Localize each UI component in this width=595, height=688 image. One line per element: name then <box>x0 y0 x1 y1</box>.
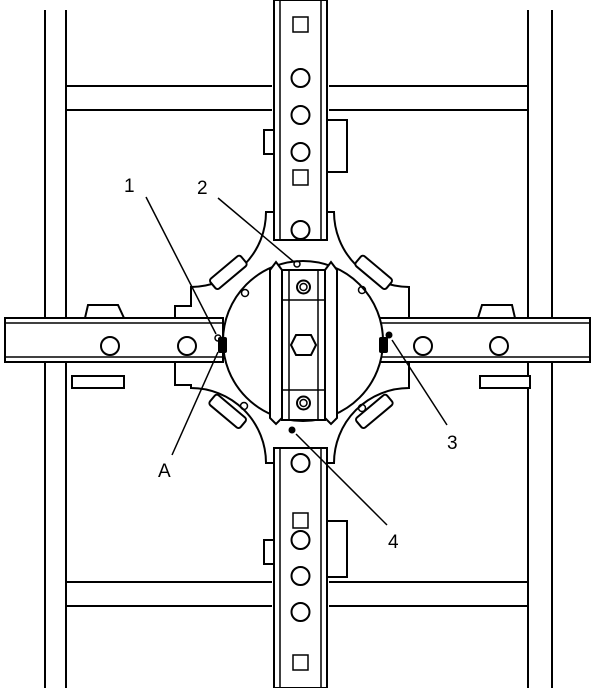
beam-right <box>376 317 591 363</box>
frame-cross-rails <box>66 85 528 607</box>
callout-label-4: 4 <box>388 532 399 553</box>
callout-label-3: 3 <box>447 433 458 454</box>
side-brackets <box>263 119 348 578</box>
hub-holes <box>239 285 367 413</box>
beam-bottom <box>273 447 328 688</box>
callout-label-2: 2 <box>197 178 208 199</box>
beam-top <box>273 0 328 241</box>
hub-wedge-slots <box>208 254 394 429</box>
callout-label-a: A <box>158 461 171 482</box>
beam-left <box>4 317 224 363</box>
leader-lines <box>145 196 448 526</box>
callout-label-1: 1 <box>124 176 135 197</box>
clamp-bar <box>269 260 338 426</box>
indicator-holes <box>214 260 393 434</box>
